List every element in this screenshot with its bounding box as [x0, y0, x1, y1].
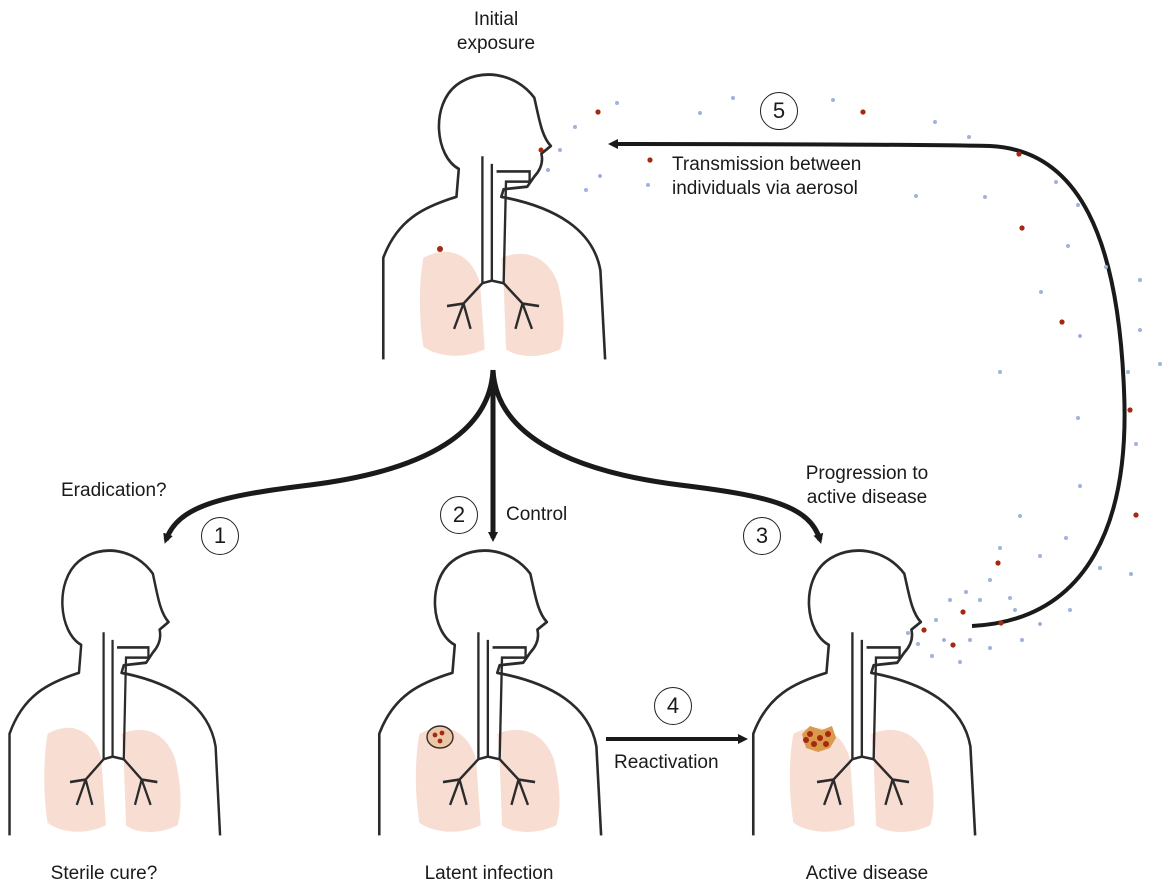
figure-initial-exposure [383, 75, 605, 360]
aerosol-droplet [1018, 514, 1022, 518]
aerosol-droplet [967, 135, 971, 139]
aerosol-droplet [988, 578, 992, 582]
figure-latent-infection [379, 551, 601, 836]
bacterium-dot [1127, 407, 1132, 412]
aerosol-droplet [1078, 484, 1082, 488]
aerosol-droplet [958, 660, 962, 664]
aerosol-droplet [615, 101, 619, 105]
aerosol-droplet [1126, 370, 1130, 374]
granuloma-icon [427, 726, 453, 748]
aerosol-droplet [546, 168, 550, 172]
aerosol-droplet [930, 654, 934, 658]
aerosol-droplet [1076, 416, 1080, 420]
latent-infection-label: Latent infection [404, 862, 574, 886]
aerosol-droplet [1038, 622, 1042, 626]
bacterium-dot [1016, 151, 1021, 156]
aerosol-droplet [948, 598, 952, 602]
bacterium-dot [950, 642, 955, 647]
step-5-badge: 5 [760, 92, 798, 130]
aerosol-droplet [998, 546, 1002, 550]
bacterium-dot [539, 148, 544, 153]
bacterium-dot [860, 109, 865, 114]
aerosol-droplet [1078, 334, 1082, 338]
aerosol-droplet [646, 183, 650, 187]
aerosol-droplet [1076, 203, 1080, 207]
aerosol-droplet [1138, 278, 1142, 282]
aerosol-droplet [964, 590, 968, 594]
aerosol-droplet [916, 642, 920, 646]
progression-label: Progression to active disease [782, 462, 952, 510]
figure-sterile-cure [10, 551, 221, 836]
sterile-cure-label: Sterile cure? [24, 862, 184, 886]
label-line: Transmission between [672, 153, 861, 177]
bacterium-dot [437, 246, 443, 252]
reactivation-label: Reactivation [614, 751, 719, 775]
aerosol-droplet [1064, 536, 1068, 540]
aerosol-droplet [914, 194, 918, 198]
arrow-transmission [612, 144, 1125, 626]
aerosol-droplet [1138, 328, 1142, 332]
step-4-badge: 4 [654, 687, 692, 725]
aerosol-droplet [558, 148, 562, 152]
aerosol-droplet [598, 174, 602, 178]
bacterium-dot [1133, 512, 1138, 517]
label-line: individuals via aerosol [672, 177, 861, 201]
aerosol-droplet [968, 638, 972, 642]
aerosol-droplet [1098, 566, 1102, 570]
bacterium-dot [995, 560, 1000, 565]
step-1-badge: 1 [201, 517, 239, 555]
aerosol-droplet [1134, 442, 1138, 446]
aerosol-droplet [1129, 572, 1133, 576]
initial-exposure-label: Initial exposure [436, 8, 556, 56]
aerosol-droplet [573, 125, 577, 129]
aerosol-droplet [698, 111, 702, 115]
aerosol-droplet [998, 370, 1002, 374]
aerosol-droplet [983, 195, 987, 199]
aerosol-droplet [1158, 362, 1162, 366]
bacterium-dot [647, 157, 652, 162]
bacterium-dot [998, 620, 1003, 625]
aerosol-droplet [1066, 244, 1070, 248]
aerosol-droplet [1104, 265, 1108, 269]
aerosol-droplet [1068, 608, 1072, 612]
label-line: Initial [436, 8, 556, 32]
figure-active-disease [753, 551, 975, 836]
aerosol-droplet [1020, 638, 1024, 642]
aerosol-droplet [731, 96, 735, 100]
aerosol-droplet [1013, 608, 1017, 612]
label-line: Progression to [782, 462, 952, 486]
aerosol-droplet [1039, 290, 1043, 294]
transmission-label: Transmission between individuals via aer… [672, 153, 861, 201]
aerosol-droplet [1054, 180, 1058, 184]
aerosol-droplet [584, 188, 588, 192]
aerosol-droplet [1038, 554, 1042, 558]
active-disease-label: Active disease [782, 862, 952, 886]
label-line: exposure [436, 32, 556, 56]
bacterium-dot [921, 627, 926, 632]
aerosol-droplet [978, 598, 982, 602]
control-label: Control [506, 503, 567, 527]
aerosol-droplet [1008, 596, 1012, 600]
label-line: active disease [782, 486, 952, 510]
aerosol-droplet [831, 98, 835, 102]
bacterium-dot [595, 109, 600, 114]
aerosol-droplet [942, 638, 946, 642]
bacterium-dot [1059, 319, 1064, 324]
aerosol-droplet [934, 618, 938, 622]
aerosol-droplet [933, 120, 937, 124]
aerosol-droplet [988, 646, 992, 650]
aerosol-droplet [906, 631, 910, 635]
step-3-badge: 3 [743, 517, 781, 555]
eradication-label: Eradication? [61, 479, 167, 503]
step-2-badge: 2 [440, 496, 478, 534]
bacterium-dot [1019, 225, 1024, 230]
bacterium-dot [960, 609, 965, 614]
